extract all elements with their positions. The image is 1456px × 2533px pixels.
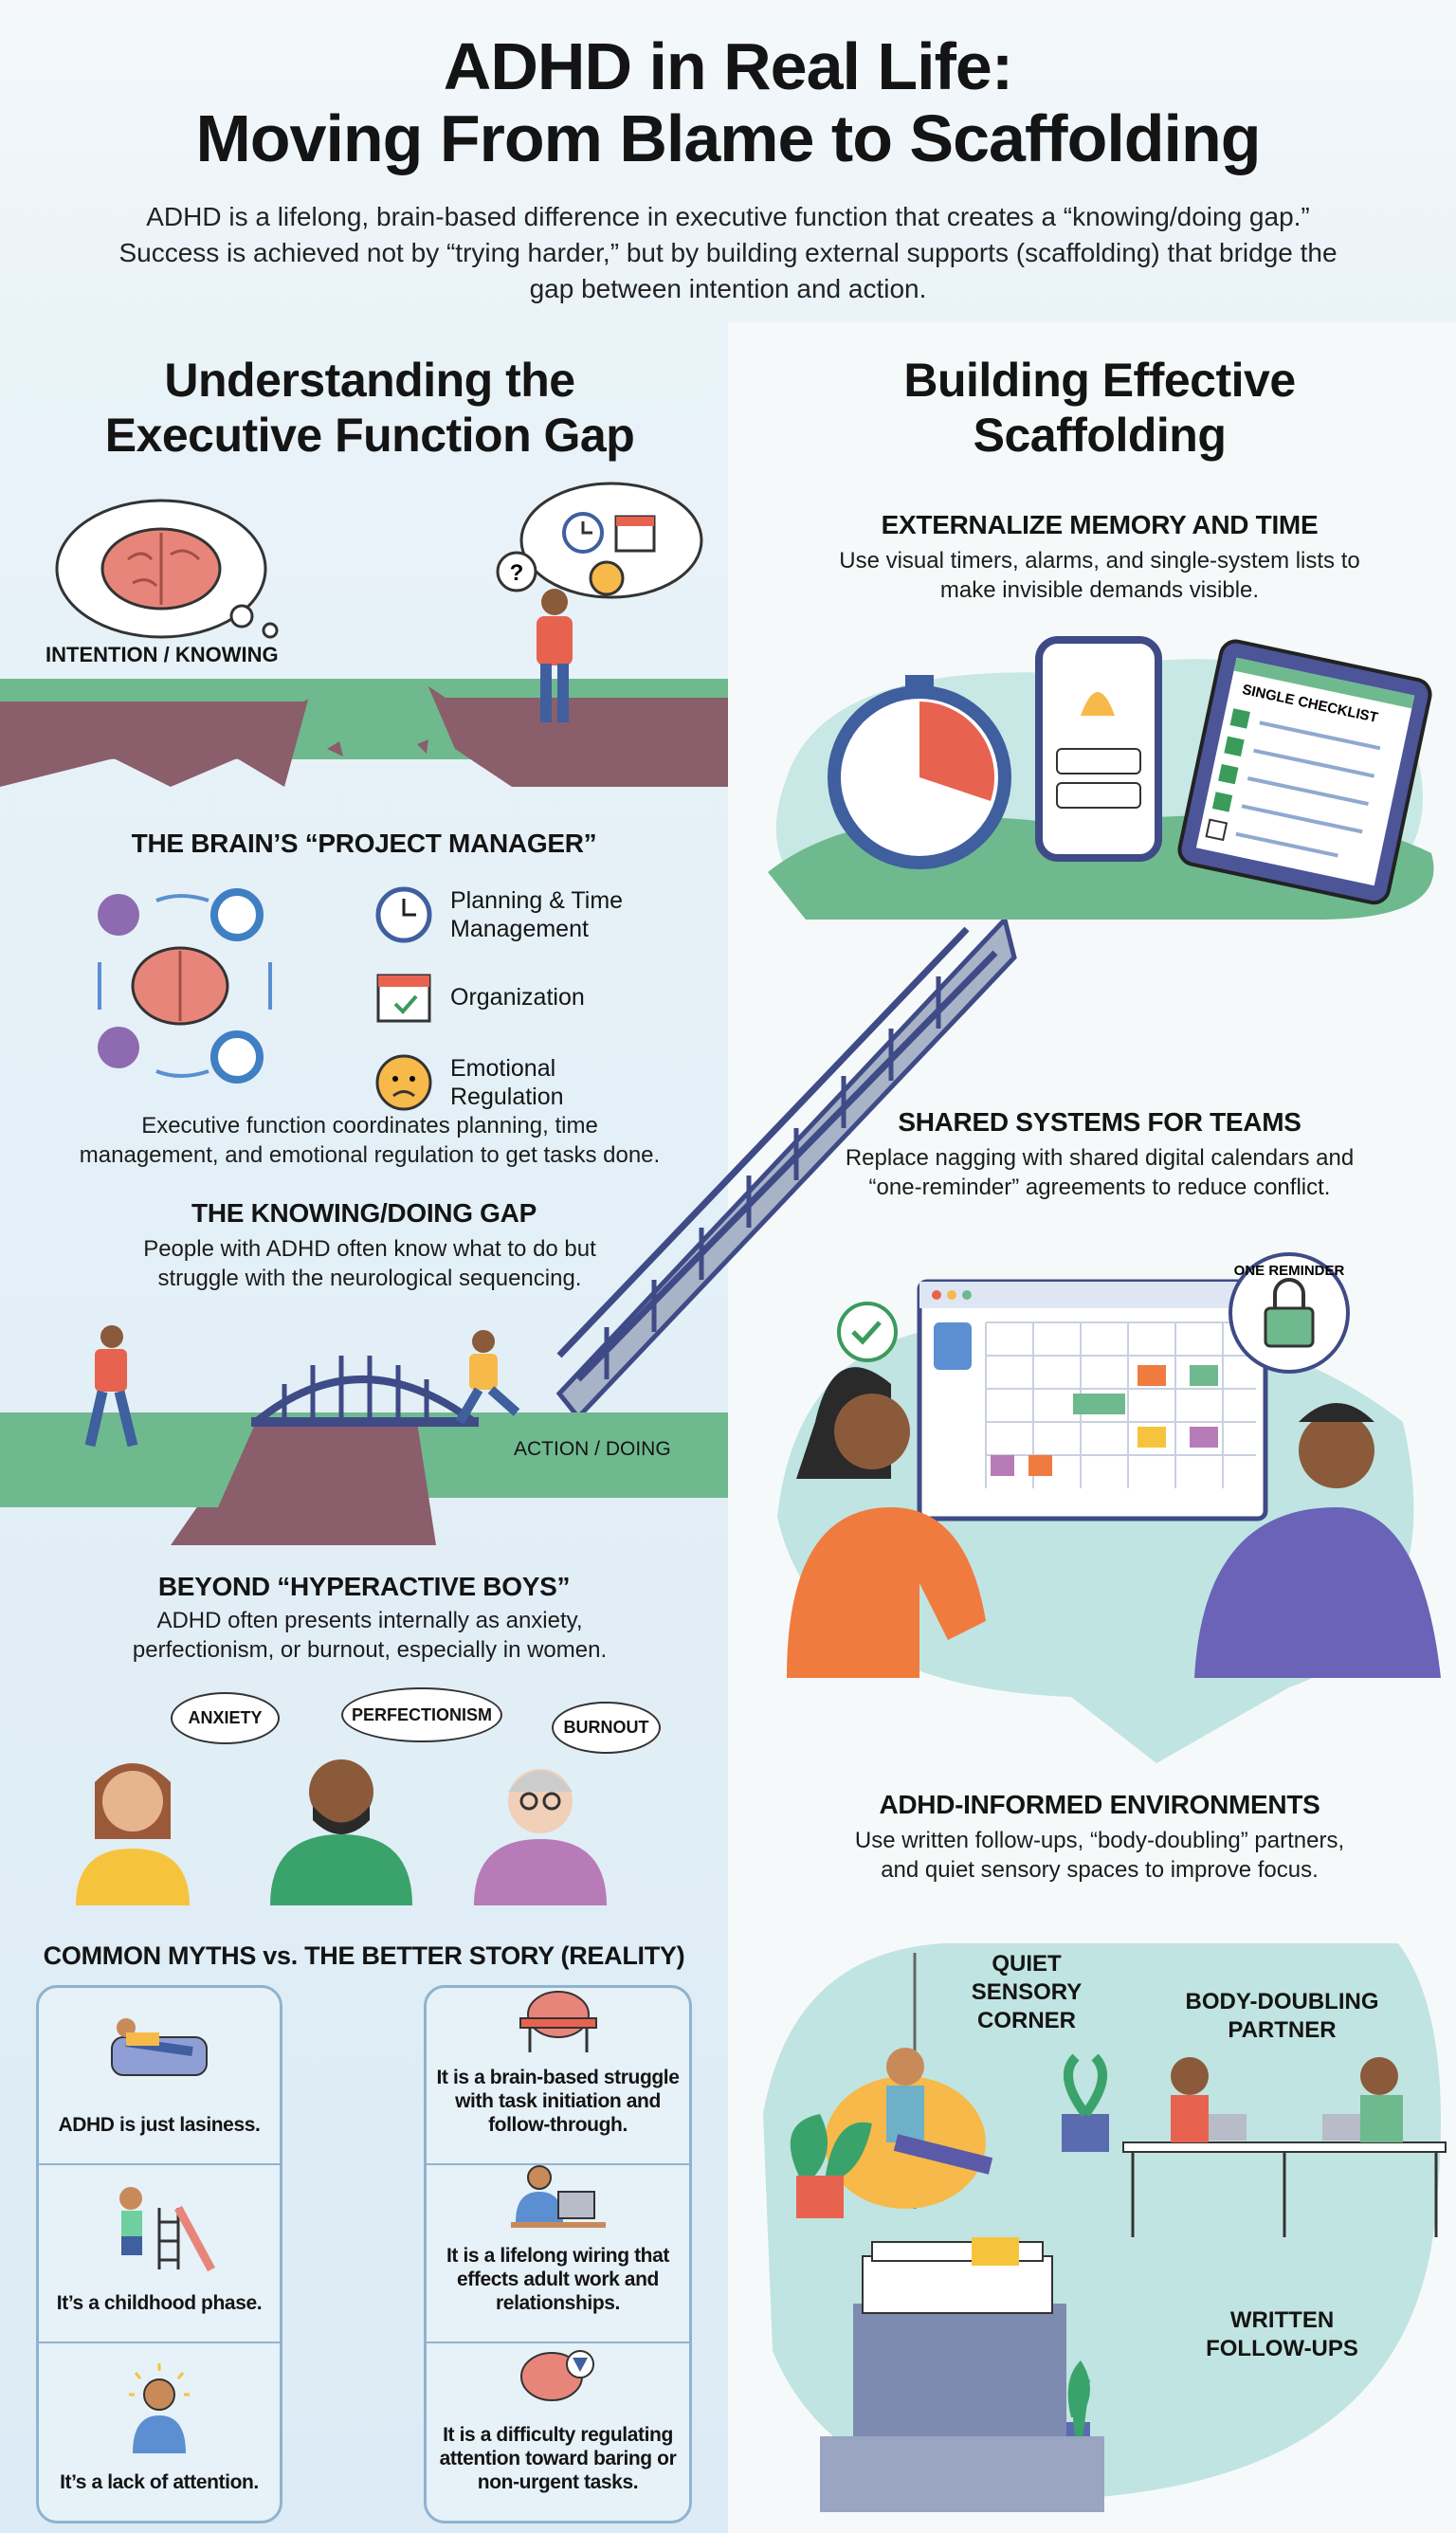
right-heading: Building Effective Scaffolding: [903, 354, 1296, 462]
timer-clock-icon: [828, 675, 1011, 869]
reality-text: It is a lifelong wiring that effects adu…: [446, 2244, 669, 2314]
beyond-text: ADHD often presents internally as anxiet…: [132, 1608, 608, 1663]
quiet-corner-label: QUIET SENSORY CORNER: [971, 1951, 1083, 2033]
bubble-burnout: BURNOUT: [552, 1702, 661, 1754]
calendar-window: [917, 1279, 1268, 1522]
written-followups-label: WRITTEN FOLLOW-UPS: [1206, 2307, 1358, 2361]
myths-title: COMMON MYTHS vs. THE BETTER STORY (REALI…: [43, 1941, 685, 1970]
title-line-2: Moving From Blame to Scaffolding: [195, 101, 1261, 175]
myth-cell-laziness: ADHD is just lasiness.: [39, 1988, 280, 2166]
realities-column: It is a brain-based struggle with task i…: [424, 1985, 692, 2524]
check-bubble-icon: [837, 1302, 898, 1362]
project-manager-text: Executive function coordinates planning,…: [79, 1113, 661, 1168]
myths-column: ADHD is just lasiness. It’s a childhood …: [36, 1985, 282, 2524]
tablet-checklist-icon: SINGLE CHECKLIST: [1177, 639, 1432, 905]
brain-barrier-icon: [519, 1991, 597, 2053]
brain-filter-icon: [519, 2349, 594, 2401]
header-background: [0, 0, 1456, 322]
body-doubling-label: BODY-DOUBLING PARTNER: [1185, 1989, 1379, 2043]
worried-face-icon: [375, 1054, 432, 1111]
gap-title: THE KNOWING/DOING GAP: [191, 1198, 537, 1228]
pm-item-label: Planning & Time Management: [450, 887, 624, 942]
person-distracted-icon: [129, 2362, 190, 2453]
pm-item-label: Organization: [450, 984, 585, 1011]
pm-item-emotional: Emotional Regulation: [374, 1045, 668, 1121]
clock-icon: [375, 886, 432, 943]
myth-cell-attention: It’s a lack of attention.: [39, 2343, 280, 2521]
pm-item-planning: Planning & Time Management: [374, 882, 668, 948]
beanbag-person: [825, 2048, 993, 2209]
action-label: ACTION / DOING: [514, 1438, 671, 1460]
shared-title: SHARED SYSTEMS FOR TEAMS: [898, 1107, 1301, 1137]
left-heading: Understanding the Executive Function Gap: [104, 354, 635, 462]
externalize-text: Use visual timers, alarms, and single-sy…: [839, 548, 1360, 603]
myth-text: It’s a lack of attention.: [60, 2470, 259, 2493]
beyond-title: BEYOND “HYPERACTIVE BOYS”: [157, 1572, 571, 1601]
shared-calendar-illustration: ONE REMINDER: [777, 1252, 1441, 1763]
checklist-label: SINGLE CHECKLIST: [1241, 682, 1379, 726]
reality-text: It is a brain-based struggle with task i…: [436, 2067, 680, 2137]
page-title: ADHD in Real Life:Moving From Blame to S…: [0, 30, 1456, 174]
myth-cell-childhood: It’s a childhood phase.: [39, 2165, 280, 2343]
one-reminder-badge: ONE REMINDER: [1234, 1263, 1345, 1279]
myth-text: ADHD is just lasiness.: [58, 2114, 261, 2137]
bubble-perfectionism: PERFECTIONISM: [341, 1687, 502, 1742]
reality-cell-lifelong: It is a lifelong wiring that effects adu…: [427, 2165, 689, 2343]
phone-alarm-icon: [1035, 636, 1162, 862]
plant-icon: [790, 2114, 872, 2218]
externalize-title: EXTERNALIZE MEMORY AND TIME: [881, 510, 1319, 539]
myth-text: It’s a childhood phase.: [56, 2291, 263, 2314]
timers-phone-checklist-illustration: SINGLE CHECKLIST: [768, 636, 1434, 920]
intro-text: ADHD is a lifelong, brain-based differen…: [118, 202, 1338, 303]
bubble-anxiety: ANXIETY: [171, 1692, 280, 1744]
person-laptop-icon: [510, 2165, 606, 2229]
project-manager-list: Planning & Time Management Organization …: [374, 882, 668, 1121]
reality-cell-regulating: It is a difficulty regulating attention …: [427, 2343, 689, 2521]
child-slide-icon: [119, 2186, 215, 2271]
environments-text: Use written follow-ups, “body-doubling” …: [854, 1828, 1345, 1883]
plant-icon: [1047, 2360, 1090, 2460]
intention-label: INTENTION / KNOWING: [46, 643, 279, 666]
pm-item-organization: Organization: [374, 959, 668, 1035]
desk-workers: [1122, 2057, 1447, 2237]
woman-with-phone: [787, 1367, 986, 1678]
shared-text: Replace nagging with shared digital cale…: [845, 1145, 1355, 1200]
lock-badge-icon: [1228, 1252, 1350, 1374]
man-pointing: [1194, 1403, 1441, 1678]
calendar-check-icon: [376, 974, 431, 1023]
title-line-1: ADHD in Real Life:: [443, 29, 1013, 103]
paper-stack-icon: [820, 2237, 1104, 2512]
pm-item-label: Emotional Regulation: [450, 1055, 564, 1110]
project-manager-title: THE BRAIN’S “PROJECT MANAGER”: [131, 829, 597, 858]
reality-text: It is a difficulty regulating attention …: [439, 2423, 677, 2493]
reality-cell-brain: It is a brain-based struggle with task i…: [427, 1988, 689, 2166]
gap-text: People with ADHD often know what to do b…: [143, 1236, 596, 1291]
environments-title: ADHD-INFORMED ENVIRONMENTS: [879, 1790, 1320, 1819]
person-on-couch-icon: [111, 2018, 208, 2077]
